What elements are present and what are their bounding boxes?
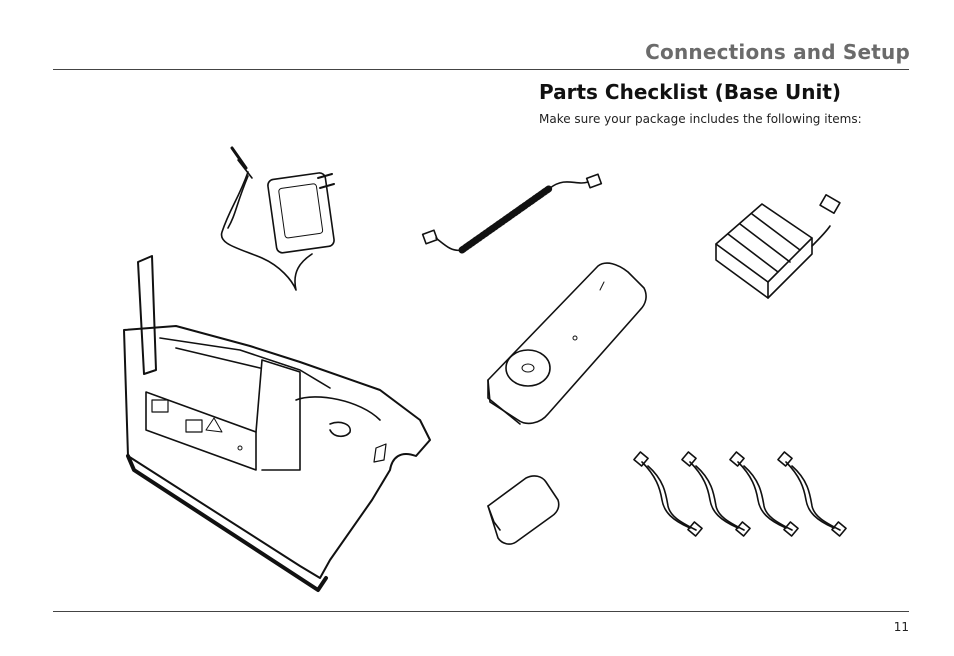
intro-text: Make sure your package includes the foll… bbox=[539, 112, 862, 126]
battery-pack-illustration bbox=[715, 194, 841, 299]
coiled-cord-illustration bbox=[421, 173, 603, 254]
power-adapter-illustration bbox=[220, 146, 335, 291]
page-heading: Parts Checklist (Base Unit) bbox=[539, 80, 842, 104]
base-unit-illustration bbox=[123, 255, 431, 592]
handset-illustration bbox=[487, 262, 647, 425]
footer-rule bbox=[53, 611, 909, 612]
header-rule bbox=[53, 69, 909, 70]
line-cords-illustration bbox=[633, 451, 847, 537]
belt-clip-illustration bbox=[487, 475, 560, 545]
page-number: 11 bbox=[893, 620, 909, 634]
section-title: Connections and Setup bbox=[645, 40, 910, 64]
